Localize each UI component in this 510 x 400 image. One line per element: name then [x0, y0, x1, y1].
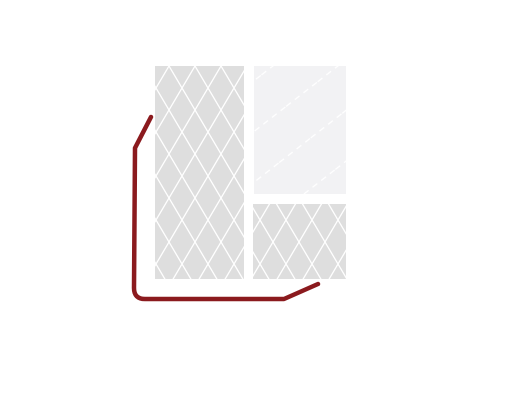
panel-bottom-right	[253, 204, 346, 279]
panel-top-right	[254, 66, 346, 194]
panel-tall-left	[155, 66, 244, 279]
bracket-stroke	[131, 114, 321, 302]
